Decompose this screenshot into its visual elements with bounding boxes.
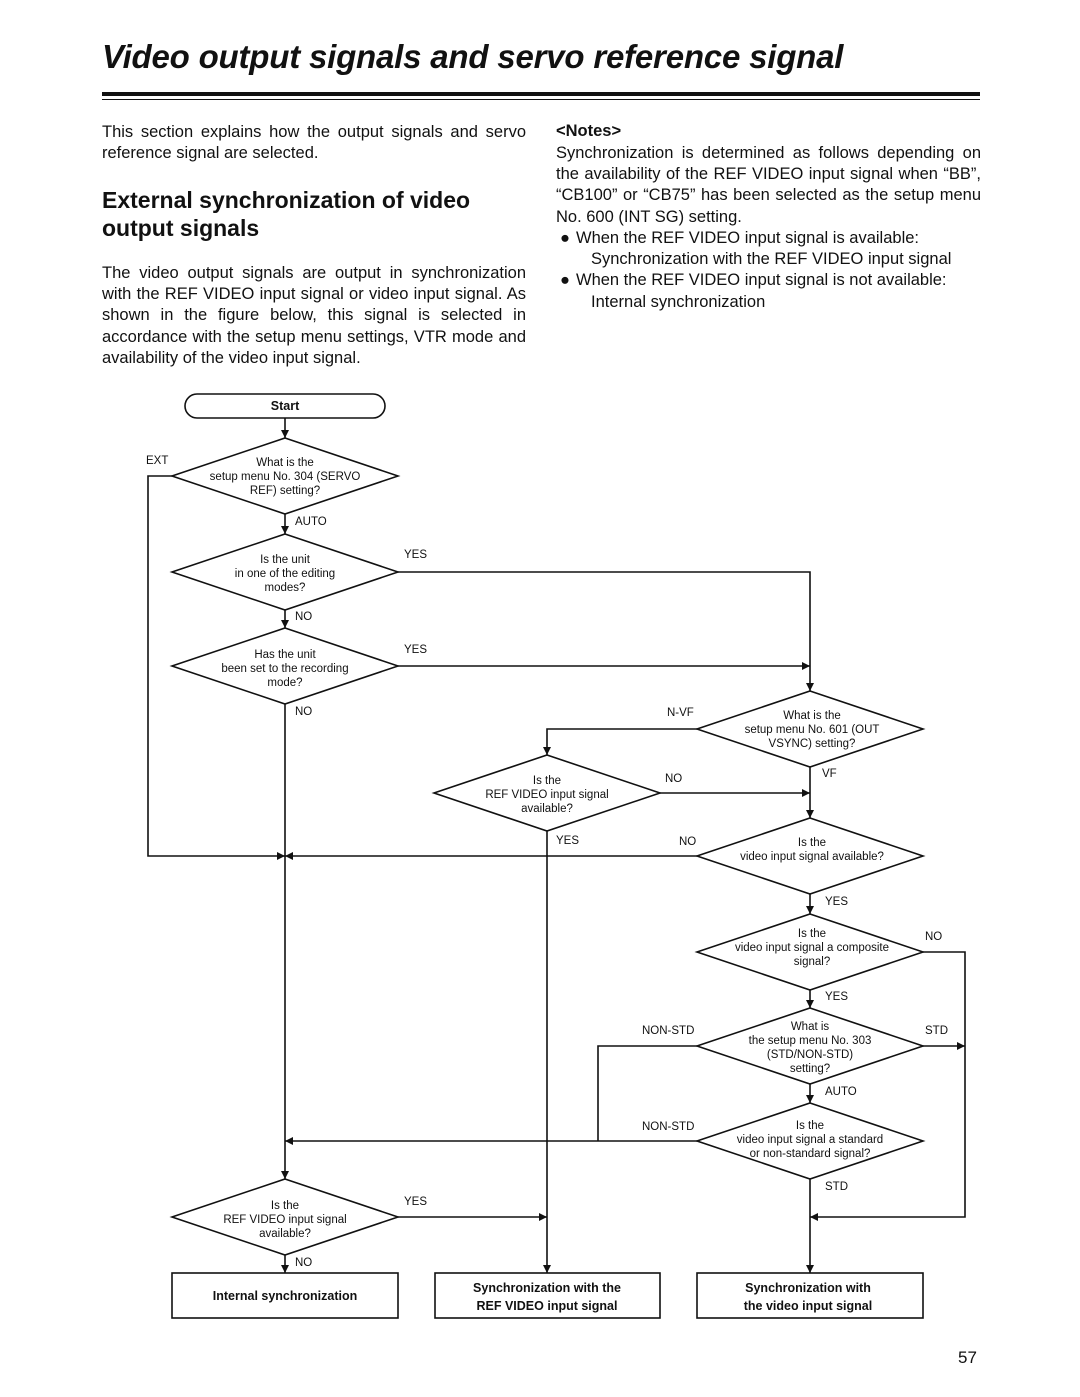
connector-nonstd-setting <box>597 1045 697 1141</box>
branch-label-nonstd: NON-STD <box>642 1121 694 1133</box>
decision-text: setup menu No. 304 (SERVO <box>210 471 361 483</box>
outcome-text: the video input signal <box>744 1299 872 1313</box>
start-label: Start <box>271 399 300 413</box>
notes-paragraph: Synchronization is determined as follows… <box>556 144 981 226</box>
branch-label-no: NO <box>665 773 682 785</box>
decision-text: (STD/NON-STD) <box>767 1049 853 1061</box>
branch-label-nonstd: NON-STD <box>642 1025 694 1037</box>
connector-yes-editing <box>398 571 814 691</box>
notes-label: <Notes> <box>556 122 622 140</box>
intro-paragraph: This section explains how the output sig… <box>102 123 526 163</box>
decision-text: setting? <box>790 1063 830 1075</box>
decision-text: What is <box>791 1021 830 1033</box>
decision-text: available? <box>259 1228 311 1240</box>
notes-bullet-item: ● When the REF VIDEO input signal is ava… <box>560 228 990 270</box>
outcome-text: Synchronization with <box>745 1281 871 1295</box>
branch-label-no: NO <box>679 836 696 848</box>
connector-nvf <box>543 728 697 755</box>
branch-label-yes: YES <box>404 644 427 656</box>
notes-bullet-main: When the REF VIDEO input signal is avail… <box>576 229 919 247</box>
decision-text: the setup menu No. 303 <box>749 1035 872 1047</box>
branch-label-yes: YES <box>825 991 848 1003</box>
decision-text: Is the unit <box>260 554 311 566</box>
decision-text: Has the unit <box>254 649 316 661</box>
branch-label-yes: YES <box>404 549 427 561</box>
decision-text: video input signal a standard <box>737 1134 883 1146</box>
bullet-icon: ● <box>560 229 570 247</box>
decision-text: been set to the recording <box>221 663 348 675</box>
branch-label-auto: AUTO <box>295 516 327 528</box>
notes-bullet-sub: Synchronization with the REF VIDEO input… <box>591 250 952 269</box>
branch-label-std: STD <box>925 1025 948 1037</box>
branch-label-no: NO <box>295 1257 312 1269</box>
notes-bullet-item: ● When the REF VIDEO input signal is not… <box>560 270 990 312</box>
branch-label-yes: YES <box>404 1196 427 1208</box>
decision-text: Is the <box>796 1120 824 1132</box>
decision-text: setup menu No. 601 (OUT <box>745 724 880 736</box>
outcome-text: REF VIDEO input signal <box>477 1299 618 1313</box>
decision-text: Is the <box>798 837 826 849</box>
branch-label-yes: YES <box>556 835 579 847</box>
section-heading: External synchronization of video output… <box>102 187 471 241</box>
outcome-text: Internal synchronization <box>213 1289 357 1303</box>
branch-label-no: NO <box>295 611 312 623</box>
decision-text: in one of the editing <box>235 568 335 580</box>
decision-text: mode? <box>267 677 302 689</box>
branch-label-nvf: N-VF <box>667 707 694 719</box>
branch-label-no: NO <box>295 706 312 718</box>
notes-bullet-sub: Internal synchronization <box>591 292 766 311</box>
decision-text: Is the <box>798 928 826 940</box>
branch-label-ext: EXT <box>146 455 168 467</box>
decision-text: VSYNC) setting? <box>769 738 856 750</box>
page-number: 57 <box>958 1348 977 1367</box>
decision-text: What is the <box>256 457 314 469</box>
decision-text: Is the <box>271 1200 299 1212</box>
branch-label-vf: VF <box>822 768 837 780</box>
notes-bullet-list: ● When the REF VIDEO input signal is ava… <box>560 228 990 313</box>
decision-text: signal? <box>794 956 830 968</box>
title-rule-thin <box>102 99 980 100</box>
decision-text: Is the <box>533 775 561 787</box>
connector-ext <box>147 475 285 860</box>
decision-text: video input signal a composite <box>735 942 889 954</box>
branch-label-yes: YES <box>825 896 848 908</box>
notes-bullet-main: When the REF VIDEO input signal is not a… <box>576 271 947 290</box>
branch-label-auto: AUTO <box>825 1086 857 1098</box>
decision-text: available? <box>521 803 573 815</box>
decision-text: REF VIDEO input signal <box>485 789 608 801</box>
decision-text: modes? <box>265 582 306 594</box>
decision-text: video input signal available? <box>740 851 884 863</box>
decision-text: REF VIDEO input signal <box>223 1214 346 1226</box>
branch-label-std: STD <box>825 1181 848 1193</box>
decision-text: or non-standard signal? <box>750 1148 871 1160</box>
decision-text: REF) setting? <box>250 485 320 497</box>
connector-no-composite <box>810 951 966 1221</box>
branch-label-no: NO <box>925 931 942 943</box>
page-title: Video output signals and servo reference… <box>102 38 844 75</box>
bullet-icon: ● <box>560 271 570 290</box>
section-paragraph: The video output signals are output in s… <box>102 264 526 367</box>
decision-text: What is the <box>783 710 841 722</box>
outcome-text: Synchronization with the <box>473 1281 621 1295</box>
title-rule <box>102 92 980 96</box>
